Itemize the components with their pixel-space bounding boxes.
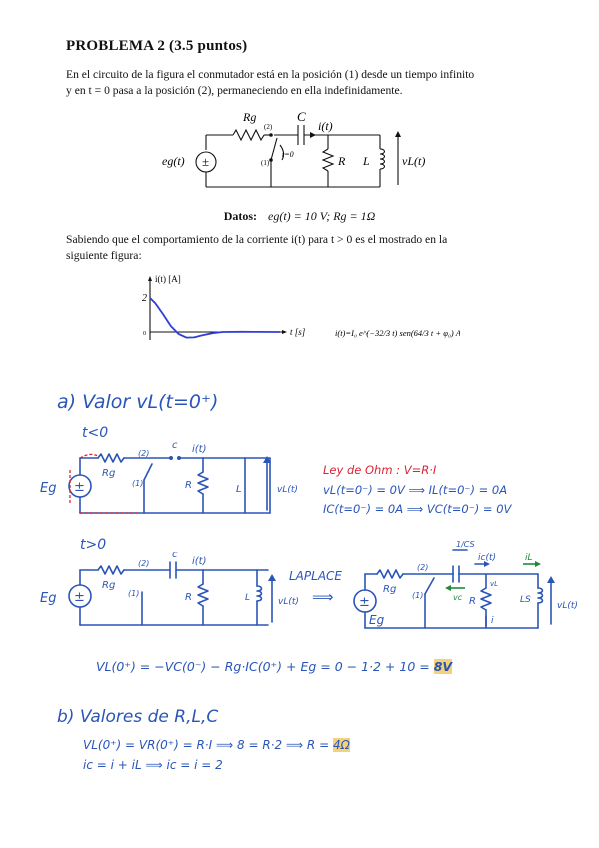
p2-hand-2: (2) <box>138 559 149 568</box>
ohm-law: Ley de Ohm : V=R·I <box>323 463 437 477</box>
graph-xlabel: t [s] <box>290 327 306 337</box>
p1-hand-3: (1) <box>412 591 423 600</box>
ic-label: ic(t) <box>478 553 496 563</box>
l-label: L <box>362 154 370 168</box>
graph-ylabel: i(t) [A] <box>155 274 181 284</box>
b-eq-2: ic = i + iL ⟹ ic = i = 2 <box>83 758 223 772</box>
i-label: i <box>491 616 494 626</box>
p1-hand-2: (1) <box>128 589 139 598</box>
l-hand-1: L <box>236 484 242 495</box>
t0-label: t=0 <box>282 150 294 159</box>
one-over-cs-label: 1/CS <box>456 540 475 549</box>
svg-text:±: ± <box>359 595 370 610</box>
eg-label: eg(t) <box>162 154 185 168</box>
p2-hand-3: (2) <box>417 563 428 572</box>
implies-arrow: ⟹ <box>312 588 334 606</box>
circuit-laplace: ± 1/CS Rg Eg (2) (1) R LS vc ic(t) iL vL… <box>353 540 578 629</box>
p1-hand-1: (1) <box>132 479 143 488</box>
t-neg-label: t<0 <box>82 425 109 441</box>
il-label: iL <box>525 553 533 563</box>
datos-line: Datos: eg(t) = 10 V; Rg = 1Ω <box>0 209 599 224</box>
pos1-label: (1) <box>261 159 270 167</box>
ls-label: LS <box>520 595 531 605</box>
b-eq-1: VL(0⁺) = VR(0⁺) = R·I ⟹ 8 = R·2 ⟹ R = 4Ω <box>83 738 350 752</box>
vc-label: vc <box>453 593 463 602</box>
graph-formula: i(t)=I₀ e^(−32/3 t) sen(64/3 t + φ₀) A <box>335 328 460 338</box>
b-eq-1-expression: VL(0⁺) = VR(0⁺) = R·I ⟹ 8 = R·2 ⟹ R = <box>83 738 330 752</box>
current-graph: i(t) [A] 2 0 t [s] i(t)=I₀ e^(−32/3 t) s… <box>142 274 460 340</box>
graph-zero: 0 <box>143 331 146 337</box>
t-pos-label: t>0 <box>80 537 107 553</box>
rg-hand-1: Rg <box>102 468 115 479</box>
c-label: C <box>297 109 306 124</box>
problem-circuit: ± Rg C i(t) (2) (1) t=0 eg(t) R L vL(t) <box>162 109 425 188</box>
it-label: i(t) <box>318 119 333 133</box>
svg-text:±: ± <box>74 590 85 605</box>
rg-label: Rg <box>242 110 256 124</box>
it-hand-2: i(t) <box>192 556 207 567</box>
vl0-expression: VL(0⁺) = −VC(0⁻) − Rg·IC(0⁺) + Eg = 0 − … <box>96 659 430 674</box>
datos-values: eg(t) = 10 V; Rg = 1Ω <box>268 209 376 223</box>
vl0-equation: VL(0⁺) = −VC(0⁻) − Rg·IC(0⁺) + Eg = 0 − … <box>96 659 453 674</box>
r-hand-1: R <box>185 480 192 491</box>
b-eq-1-result: 4Ω <box>332 738 350 752</box>
graph-ytick: 2 <box>142 293 147 304</box>
section-b-title: b) Valores de R,L,C <box>57 707 219 727</box>
rg-hand-3: Rg <box>383 584 396 595</box>
vlt-hand-3: vL(t) <box>557 601 578 611</box>
rg-hand-2: Rg <box>102 580 115 591</box>
l-hand-2: L <box>245 593 250 603</box>
vl-small-label: vL <box>490 580 498 588</box>
vl-label: vL(t) <box>402 154 425 168</box>
vlt-hand-2: vL(t) <box>278 597 299 607</box>
problem-intro-line-2: y en t = 0 pasa a la posición (2), perma… <box>66 84 403 97</box>
eg-hand-1: Eg <box>40 481 56 496</box>
problem-intro-line-1: En el circuito de la figura el conmutado… <box>66 68 475 81</box>
datos-label: Datos: <box>223 209 258 223</box>
vlt-hand-1: vL(t) <box>277 485 298 495</box>
c-hand-2: c <box>172 552 178 560</box>
eq-1: vL(t=0⁻) = 0V ⟹ IL(t=0⁻) = 0A <box>323 483 508 497</box>
section-a-title: a) Valor vL(t=0⁺) <box>57 391 219 413</box>
eg-hand-3: Eg <box>369 613 385 627</box>
eg-hand-2: Eg <box>40 591 56 606</box>
svg-text:±: ± <box>202 154 209 169</box>
laplace-label: LAPLACE <box>289 569 342 583</box>
r-label: R <box>337 154 346 168</box>
vl0-result: 8V <box>433 659 453 674</box>
circuit-t-neg: ± Eg Rg (2) (1) c i(t) R L vL(t) <box>40 440 298 514</box>
current-line-2: siguiente figura: <box>66 249 142 262</box>
eq-2: IC(t=0⁻) = 0A ⟹ VC(t=0⁻) = 0V <box>323 502 512 516</box>
current-curve <box>149 297 281 339</box>
current-line-1: Sabiendo que el comportamiento de la cor… <box>66 233 448 246</box>
it-hand-1: i(t) <box>192 444 207 455</box>
problem-title: PROBLEMA 2 (3.5 puntos) <box>66 38 248 54</box>
r-hand-2: R <box>185 592 192 603</box>
circuit-t-pos: ± Eg Rg (2) (1) c i(t) R L vL(t) <box>40 552 299 626</box>
c-hand-1: c <box>172 440 178 451</box>
svg-text:±: ± <box>74 480 85 495</box>
pos2-label: (2) <box>264 123 273 131</box>
p2-hand-1: (2) <box>138 449 149 458</box>
r-hand-3: R <box>469 596 476 607</box>
